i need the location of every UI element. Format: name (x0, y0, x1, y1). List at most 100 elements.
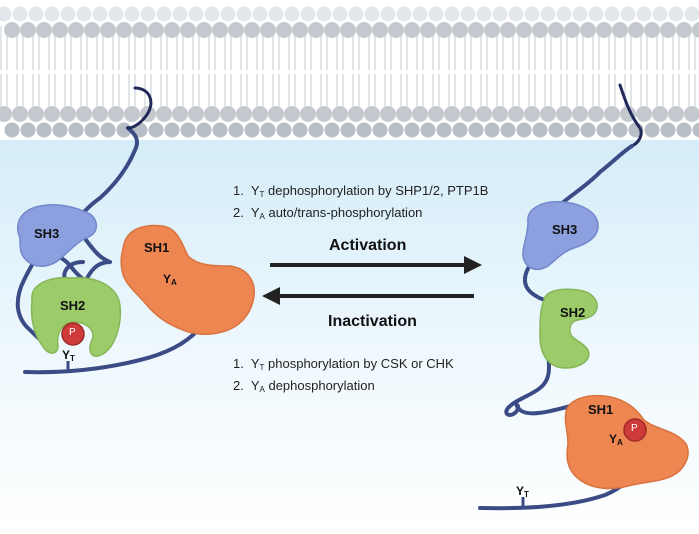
lipid-head (172, 106, 188, 122)
lipid-head (36, 22, 52, 38)
lipid-head (668, 6, 684, 22)
lipid-head (332, 106, 348, 122)
lipid-head (692, 122, 699, 138)
lipid-head (580, 22, 596, 38)
sh1-label-inactive: SH1 (144, 240, 170, 255)
lipid-head (156, 106, 172, 122)
lipid-head (356, 122, 372, 138)
lipid-head (452, 22, 468, 38)
lipid-head (100, 122, 116, 138)
lipid-head (60, 106, 76, 122)
lipid-head (388, 22, 404, 38)
lipid-head (12, 6, 28, 22)
lipid-head (180, 22, 196, 38)
lipid-head (556, 6, 572, 22)
lipid-head (516, 22, 532, 38)
lipid-head (452, 122, 468, 138)
lipid-head (292, 122, 308, 138)
lipid-head (564, 122, 580, 138)
lipid-head (532, 22, 548, 38)
ya-sub: A (617, 438, 623, 447)
lipid-head (540, 106, 556, 122)
lipid-head (28, 106, 44, 122)
lipid-head (124, 106, 140, 122)
lipid-head (540, 6, 556, 22)
lipid-head (628, 22, 644, 38)
lipid-head (292, 22, 308, 38)
inactive-c-tail (23, 328, 200, 375)
lipid-head (20, 22, 36, 38)
inactivation-step-1: 1. YT phosphorylation by CSK or CHK (233, 356, 454, 372)
yt-letter: Y (516, 484, 525, 498)
lipid-head (460, 106, 476, 122)
lipid-head (188, 106, 204, 122)
lipid-head (188, 6, 204, 22)
lipid-head (12, 106, 28, 122)
lipid-head (204, 106, 220, 122)
lipid-head (620, 6, 636, 22)
lipid-head (340, 122, 356, 138)
yt-label-active: YT (516, 484, 529, 499)
lipid-head (148, 122, 164, 138)
lipid-head (268, 6, 284, 22)
lipid-head (396, 6, 412, 22)
lipid-head (252, 6, 268, 22)
yt-letter: Y (62, 348, 71, 362)
lipid-head (268, 106, 284, 122)
lipid-head (204, 6, 220, 22)
lipid-head (44, 106, 60, 122)
lipid-head (436, 22, 452, 38)
lipid-head (596, 122, 612, 138)
sh3-domain-inactive (17, 203, 98, 267)
lipid-head (660, 22, 676, 38)
ya-sub: A (171, 278, 177, 287)
activation-label: Activation (329, 237, 407, 254)
ya-letter: Y (163, 272, 172, 286)
lipid-head (180, 122, 196, 138)
lipid-head (196, 22, 212, 38)
sh1-domain-inactive (120, 224, 255, 335)
lipid-head (244, 22, 260, 38)
lipid-head (276, 22, 292, 38)
lipid-head (100, 22, 116, 38)
lipid-head (404, 122, 420, 138)
lipid-head (324, 122, 340, 138)
inactivation-arrow-head (262, 287, 280, 305)
lipid-head (172, 6, 188, 22)
activation-arrow-head (464, 256, 482, 274)
lipid-head (308, 122, 324, 138)
lipid-head (156, 6, 172, 22)
lipid-head (636, 106, 652, 122)
equilibrium-arrows (262, 256, 482, 305)
lipid-head (236, 106, 252, 122)
lipid-head (524, 106, 540, 122)
lipid-head (556, 106, 572, 122)
lipid-head (420, 22, 436, 38)
lipid-head (52, 22, 68, 38)
lipid-head (300, 6, 316, 22)
sh1-domain-active (564, 394, 689, 490)
lipid-head (564, 22, 580, 38)
lipid-head (140, 6, 156, 22)
inactivation-steps: 1. YT phosphorylation by CSK or CHK 2. Y… (233, 355, 454, 399)
lipid-head (132, 22, 148, 38)
lipid-head (164, 122, 180, 138)
lipid-head (212, 22, 228, 38)
lipid-head (548, 122, 564, 138)
activation-step-1: 1. YT dephosphorylation by SHP1/2, PTP1B (233, 183, 489, 199)
active-kinase (478, 83, 689, 511)
lipid-head (412, 6, 428, 22)
lipid-head (436, 122, 452, 138)
lipid-head (196, 122, 212, 138)
sh2-label-active: SH2 (560, 305, 586, 320)
activation-step-2: 2. YA auto/trans-phosphorylation (233, 205, 423, 221)
lipid-head (20, 122, 36, 138)
lipid-head (572, 106, 588, 122)
lipid-head (548, 22, 564, 38)
phospho-label-activation-loop: P (631, 423, 638, 434)
inactive-membrane-anchor (126, 86, 153, 130)
lipid-head (444, 106, 460, 122)
lipid-head (652, 6, 668, 22)
lipid-head (324, 22, 340, 38)
lipid-head (356, 22, 372, 38)
